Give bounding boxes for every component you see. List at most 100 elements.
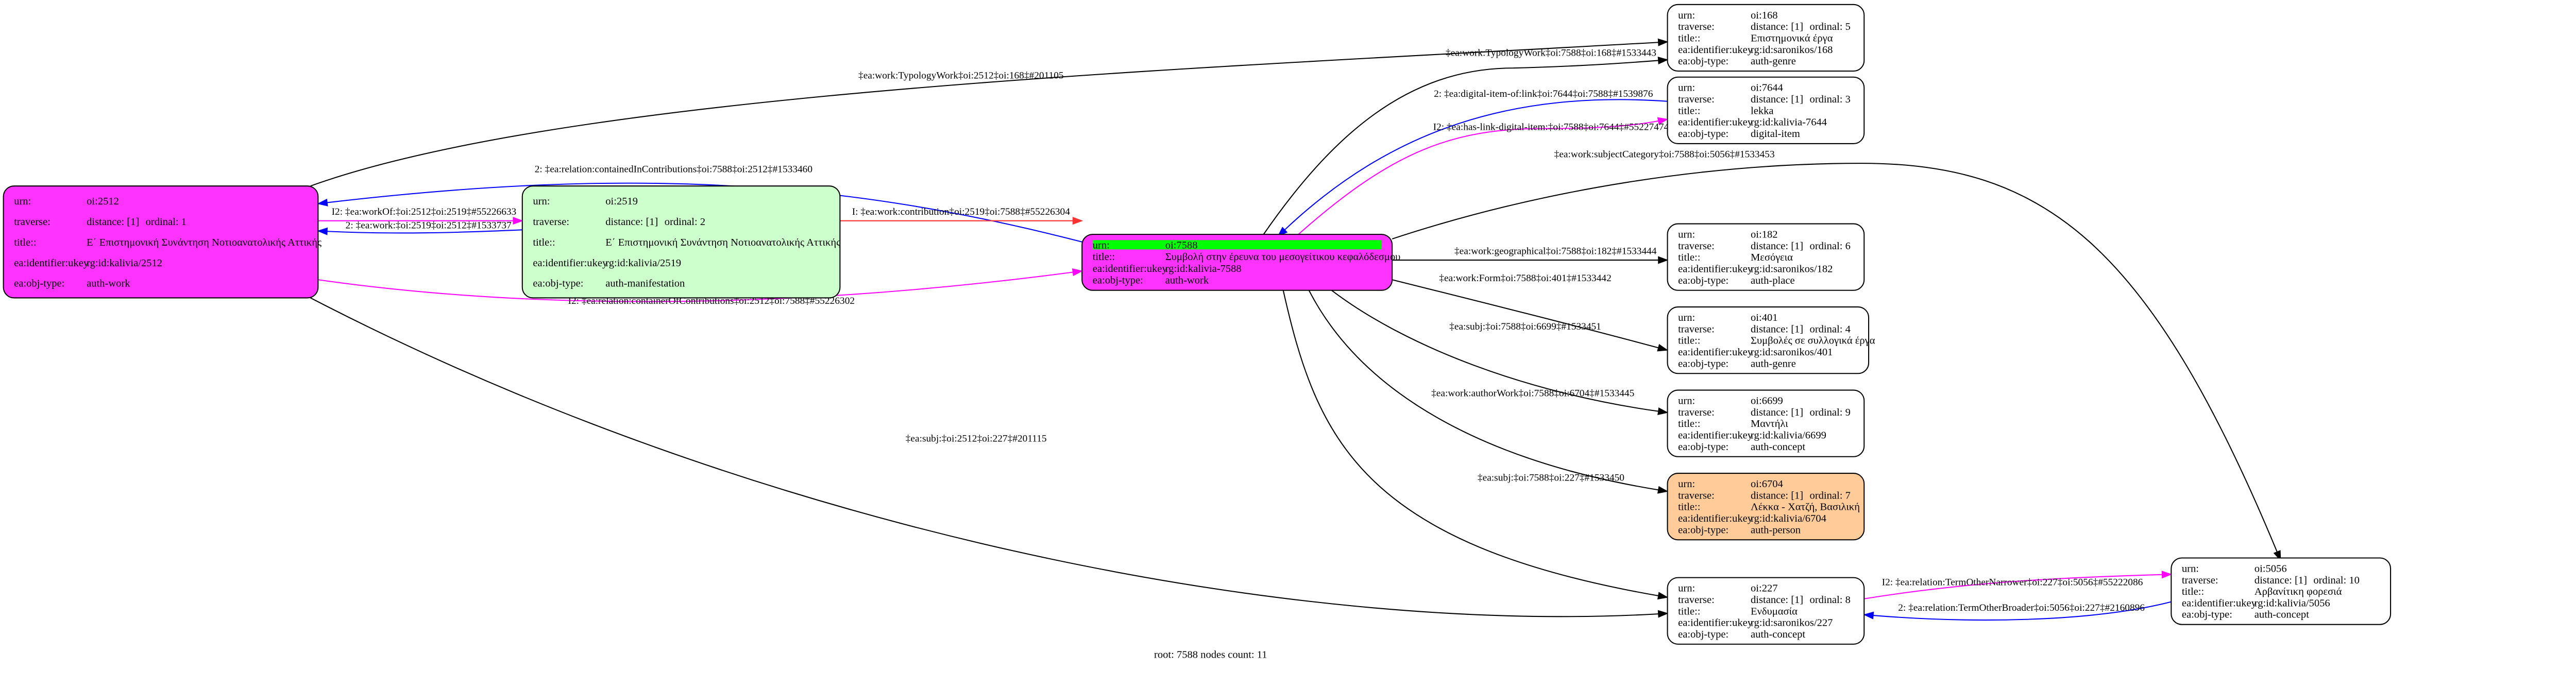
edge-line: [1864, 574, 2162, 599]
edge-7588-to-227[interactable]: ‡ea:subj:‡oi:7588‡oi:227‡#1533450: [1282, 290, 1669, 600]
field-value-urn: oi:7588: [1165, 239, 1198, 251]
field-label-ukey: ea:identifier:ukey: [1678, 617, 1753, 629]
field-value-objtype: digital-item: [1751, 128, 1800, 140]
arrowhead-icon: [317, 227, 328, 235]
edge-2519-to-7588[interactable]: I: ‡ea:work:contribution‡oi:2519‡oi:7588…: [840, 207, 1083, 225]
field-label-ukey: ea:identifier:ukey: [1678, 117, 1753, 128]
edge-line: [327, 229, 522, 234]
field-value-ukey: rg:id:kalivia/2519: [605, 257, 681, 269]
edge-7644-to-7588[interactable]: 2: ‡ea:digital-item-of:link‡oi:7644‡oi:7…: [1277, 89, 1668, 237]
field-value-objtype: auth-genre: [1751, 56, 1796, 67]
edge-5056-to-227[interactable]: 2: ‡ea:relation:TermOtherBroader‡oi:5056…: [1863, 601, 2172, 621]
field-value-objtype: auth-place: [1751, 275, 1795, 286]
field-label-urn: urn:: [1678, 10, 1695, 21]
edge-line: [1263, 60, 1658, 235]
field-value-title: Επιστημονικά έργα: [1751, 32, 1833, 44]
field-value-ukey: rg:id:kalivia/2512: [87, 257, 162, 269]
ordinal-value: ordinal: 10: [2313, 575, 2360, 586]
field-label-ukey: ea:identifier:ukey: [14, 257, 89, 269]
arrowhead-icon: [1863, 611, 1874, 620]
field-value-title: Αρβανίτικη φορεσιά: [2255, 586, 2342, 597]
field-label-objtype: ea:obj-type:: [1678, 275, 1728, 286]
edge-7588-to-6704[interactable]: ‡ea:work:authorWork‡oi:7588‡oi:6704‡#153…: [1308, 290, 1669, 494]
field-label-title: title::: [1678, 606, 1700, 617]
node-box: [1667, 577, 1865, 645]
arrowhead-icon: [1072, 268, 1083, 277]
field-label-objtype: ea:obj-type:: [1093, 275, 1143, 286]
edge-7588-to-401[interactable]: ‡ea:work:Form‡oi:7588‡oi:401‡#1533442: [1392, 273, 1668, 352]
field-value-title: Ενδυμασία: [1751, 606, 1798, 617]
edge-line: [1873, 601, 2172, 621]
ordinal-value: ordinal: 8: [1810, 594, 1851, 606]
field-value-title: Μεσόγεια: [1751, 252, 1793, 263]
field-value-urn: oi:401: [1751, 312, 1778, 323]
field-value-ukey: rg:id:kalivia/5056: [2255, 597, 2330, 609]
edge-7588-to-6699[interactable]: ‡ea:subj:‡oi:7588‡oi:6699‡#1533451: [1331, 289, 1669, 416]
node-box: [3, 185, 319, 299]
field-value-objtype: auth-work: [87, 278, 130, 289]
field-value-title: lekka: [1751, 105, 1773, 116]
field-label-urn: urn:: [2182, 563, 2199, 574]
arrowhead-icon: [2161, 571, 2173, 579]
node-box: [2171, 557, 2392, 625]
edge-2512-to-168[interactable]: ‡ea:work:TypologyWork‡oi:2512‡oi:168‡#20…: [310, 38, 1669, 187]
field-value-objtype: auth-concept: [2255, 609, 2309, 621]
edge-label: I2: ‡ea:workOf:‡oi:2512‡oi:2519‡#5522663…: [332, 207, 517, 217]
ordinal-value: ordinal: 7: [1810, 490, 1851, 501]
field-label-ukey: ea:identifier:ukey: [1678, 347, 1753, 358]
edge-label: 2: ‡ea:digital-item-of:link‡oi:7644‡oi:7…: [1434, 89, 1653, 99]
field-label-objtype: ea:obj-type:: [1678, 358, 1728, 369]
distance-value: distance: [1]: [1751, 594, 1803, 606]
edge-7588-to-182[interactable]: ‡ea:work:geographical‡oi:7588‡oi:182‡#15…: [1392, 246, 1669, 264]
field-label-urn: urn:: [1678, 583, 1695, 594]
field-label-urn: urn:: [14, 196, 31, 207]
edge-7588-to-5056[interactable]: ‡ea:work:subjectCategory‡oi:7588‡oi:5056…: [1392, 149, 2281, 561]
edge-7588-to-168[interactable]: ‡ea:work:TypologyWork‡oi:7588‡oi:168‡#15…: [1263, 48, 1669, 235]
arrowhead-icon: [1657, 117, 1669, 125]
edge-label: ‡ea:work:TypologyWork‡oi:7588‡oi:168‡#15…: [1446, 48, 1656, 59]
footer-status: root: 7588 nodes count: 11: [1154, 649, 1267, 660]
field-value-urn: oi:168: [1751, 10, 1778, 21]
field-label-traverse: traverse:: [1678, 407, 1715, 418]
edge-2512-to-227[interactable]: ‡ea:subj:‡oi:2512‡oi:227‡#201115: [310, 297, 1669, 618]
field-label-objtype: ea:obj-type:: [14, 278, 64, 289]
field-label-ukey: ea:identifier:ukey: [1678, 513, 1753, 524]
field-label-title: title::: [2182, 586, 2204, 597]
field-value-title: Λέκκα - Χατζή, Βασιλική: [1751, 502, 1860, 513]
distance-value: distance: [1]: [2255, 575, 2307, 586]
edge-227-to-5056[interactable]: I2: ‡ea:relation:TermOtherNarrower‡oi:22…: [1864, 571, 2173, 599]
edges-layer: ‡ea:work:TypologyWork‡oi:2512‡oi:168‡#20…: [310, 38, 2281, 621]
field-label-traverse: traverse:: [1678, 94, 1715, 105]
field-label-traverse: traverse:: [1678, 21, 1715, 32]
arrowhead-icon: [1657, 610, 1669, 618]
field-value-urn: oi:5056: [2255, 563, 2287, 574]
edge-2512-to-2519[interactable]: I2: ‡ea:workOf:‡oi:2512‡oi:2519‡#5522663…: [318, 207, 523, 225]
edge-2519-to-2512[interactable]: 2: ‡ea:work:‡oi:2519‡oi:2512‡#1533737: [317, 220, 522, 235]
edge-label: I2: ‡ea:has-link-digital-item:‡oi:7588‡o…: [1433, 122, 1669, 133]
field-label-traverse: traverse:: [1678, 490, 1715, 501]
edge-line: [310, 297, 1658, 617]
field-value-ukey: rg:id:saronikos/401: [1751, 347, 1833, 358]
field-label-objtype: ea:obj-type:: [1678, 524, 1728, 536]
field-value-urn: oi:6704: [1751, 478, 1783, 490]
edge-label: 2: ‡ea:relation:containedInContributions…: [535, 164, 812, 175]
edge-7588-to-7644[interactable]: I2: ‡ea:has-link-digital-item:‡oi:7588‡o…: [1298, 117, 1669, 235]
edge-label: ‡ea:work:subjectCategory‡oi:7588‡oi:5056…: [1554, 149, 1775, 160]
arrowhead-icon: [513, 217, 523, 225]
field-label-title: title::: [1678, 105, 1700, 116]
edge-line: [1392, 279, 1659, 349]
arrowhead-icon: [1657, 407, 1669, 416]
field-label-ukey: ea:identifier:ukey: [533, 257, 608, 269]
